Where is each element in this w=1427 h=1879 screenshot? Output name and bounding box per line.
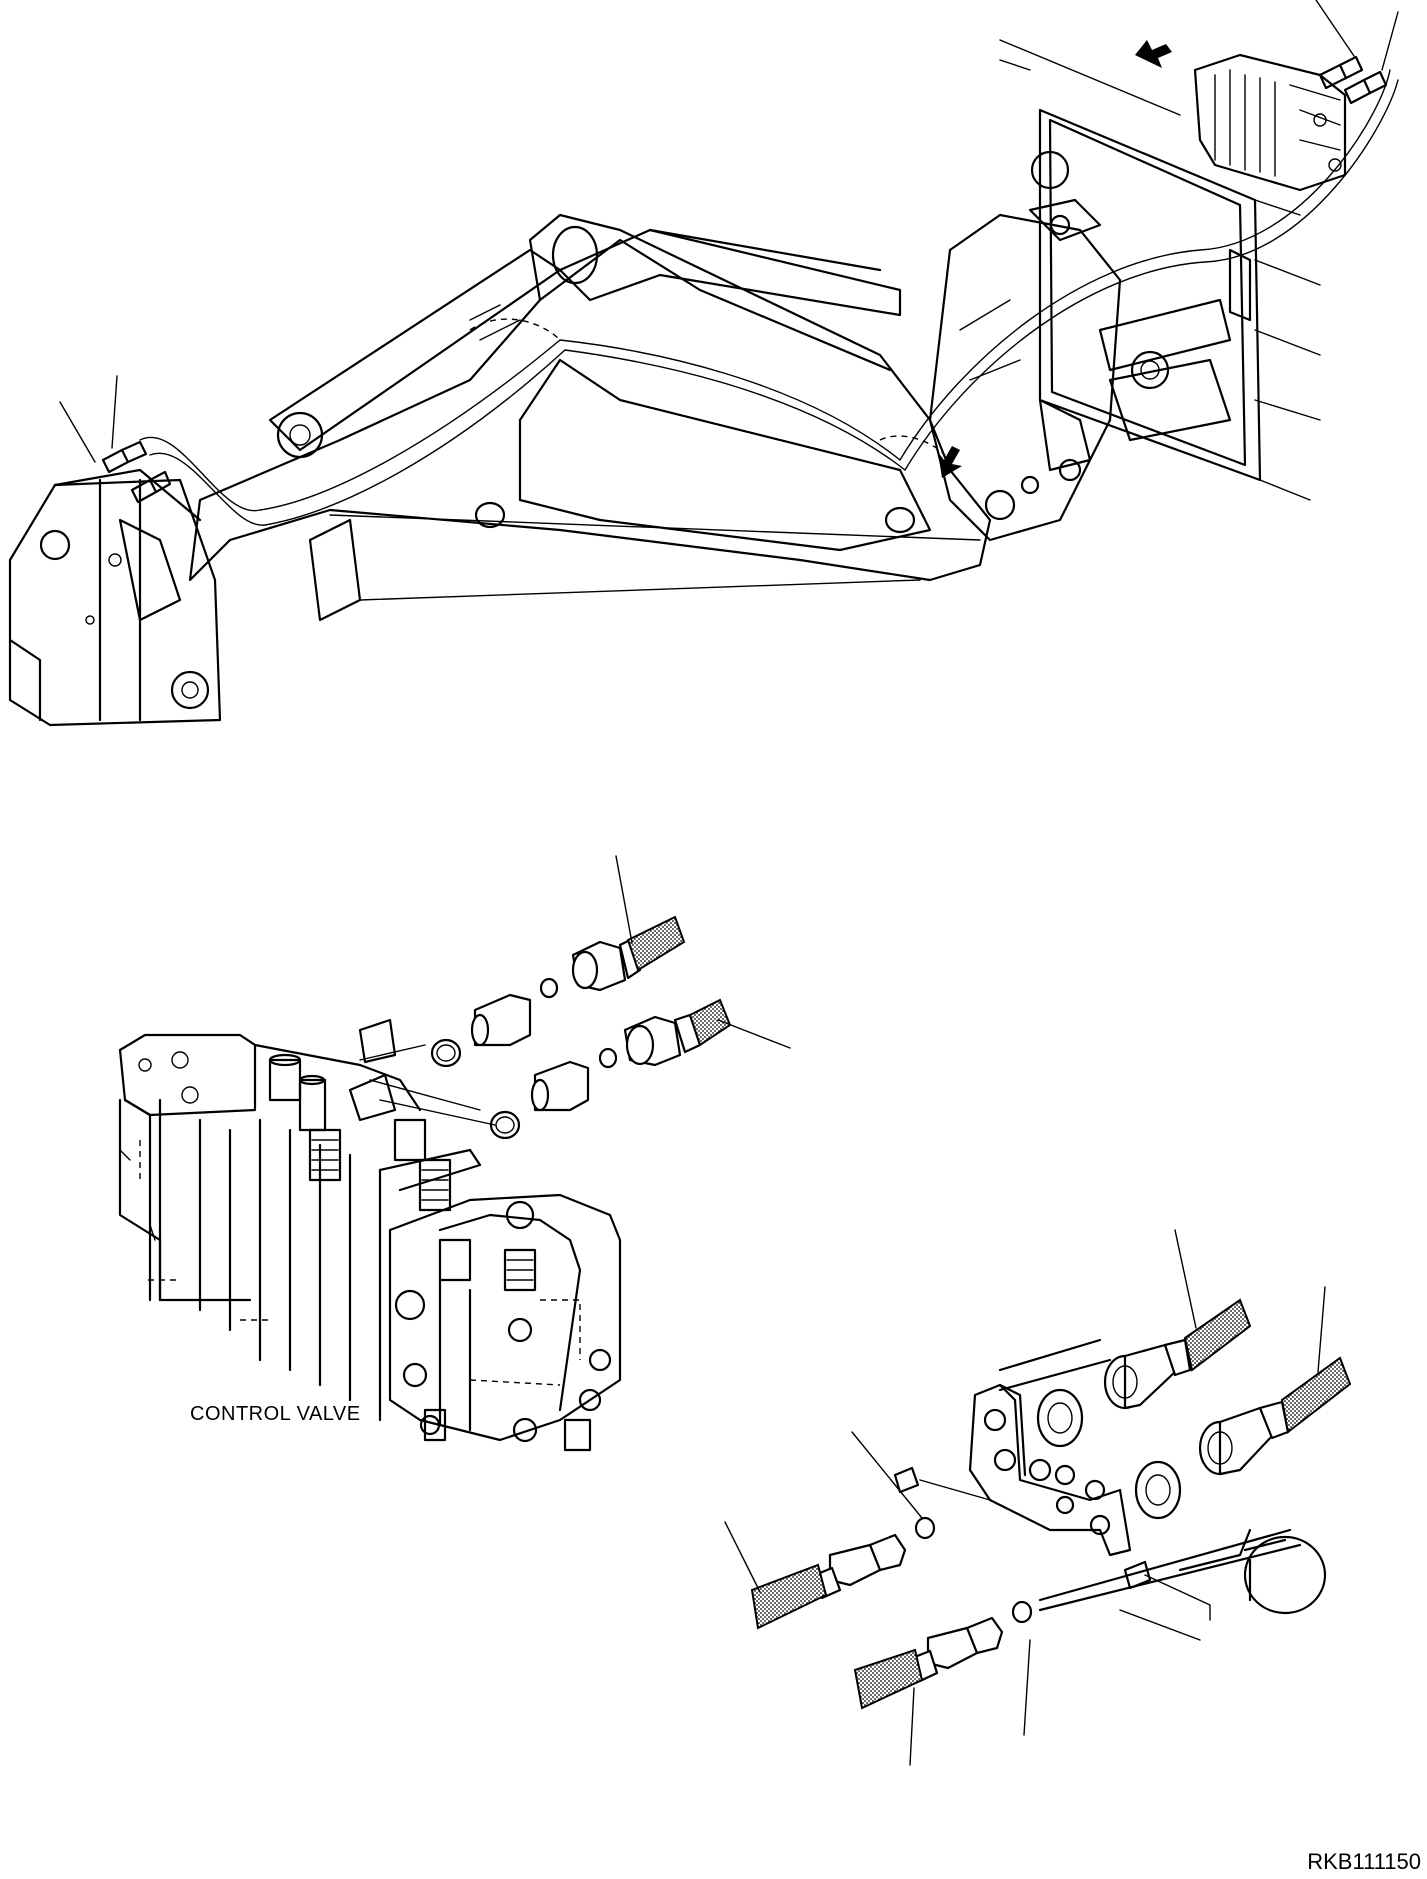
bracket-view: [724, 1229, 1352, 1766]
swing-bracket: [928, 198, 1232, 542]
control-valve-label: CONTROL VALVE: [190, 1403, 361, 1425]
drawing-code: RKB111150: [1307, 1849, 1421, 1874]
boom-cylinder: [268, 225, 902, 459]
boom-assembly-view: [8, 0, 1399, 727]
left-post: [8, 468, 222, 727]
bracket-plate: [968, 1383, 1132, 1557]
boom-body: [188, 213, 992, 622]
frame-structure: [999, 39, 1321, 501]
exploded-fittings: [359, 855, 791, 1140]
control-valve-view: [118, 855, 791, 1452]
hose-couplings-right: [1103, 1229, 1352, 1476]
hose-adapters-left: [724, 1431, 1031, 1766]
arrow-to-valve: [1135, 40, 1172, 68]
base-structure: [893, 1338, 1327, 1641]
left-fittings: [59, 375, 172, 504]
boom-hose-lines: [139, 69, 1399, 526]
right-fittings: [1315, 0, 1399, 105]
control-valve-small: [1193, 53, 1347, 192]
arrow-to-boom: [938, 446, 962, 478]
valve-spools: [268, 1018, 592, 1452]
o-rings: [914, 1516, 1033, 1624]
nuts: [1036, 1388, 1182, 1520]
valve-body: [118, 1033, 622, 1443]
